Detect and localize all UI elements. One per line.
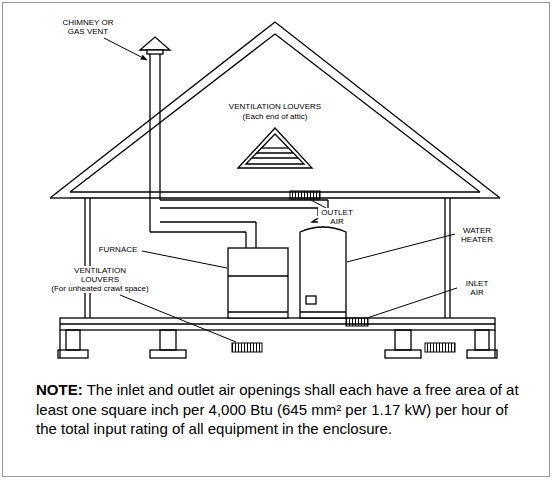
callout-label: OUTLET AIR [318, 208, 356, 226]
frame [3, 3, 550, 477]
callout-label: CHIMNEY OR GAS VENT [58, 18, 118, 36]
note-block: NOTE:The inlet and outlet air openings s… [36, 380, 520, 439]
note-text: The inlet and outlet air openings shall … [36, 381, 519, 437]
outlet-grille [290, 191, 320, 199]
crawl-louver [425, 343, 455, 352]
house [50, 22, 500, 358]
inlet-grille [346, 318, 368, 326]
crawl-louver [232, 343, 262, 352]
callout-label: (Each end of attic) [242, 112, 309, 121]
note-heading: NOTE: [36, 381, 83, 398]
callout-label: WATER HEATER [455, 226, 499, 244]
callout-label: FURNACE [98, 245, 139, 254]
callout-label: VENTILATION LOUVERS [228, 102, 322, 111]
leader-lines [104, 38, 457, 342]
callout-label: (For unheated crawl space) [50, 284, 149, 293]
callout-label: INLET AIR [460, 279, 494, 297]
callout-label: VENTILATION LOUVERS [68, 266, 132, 284]
